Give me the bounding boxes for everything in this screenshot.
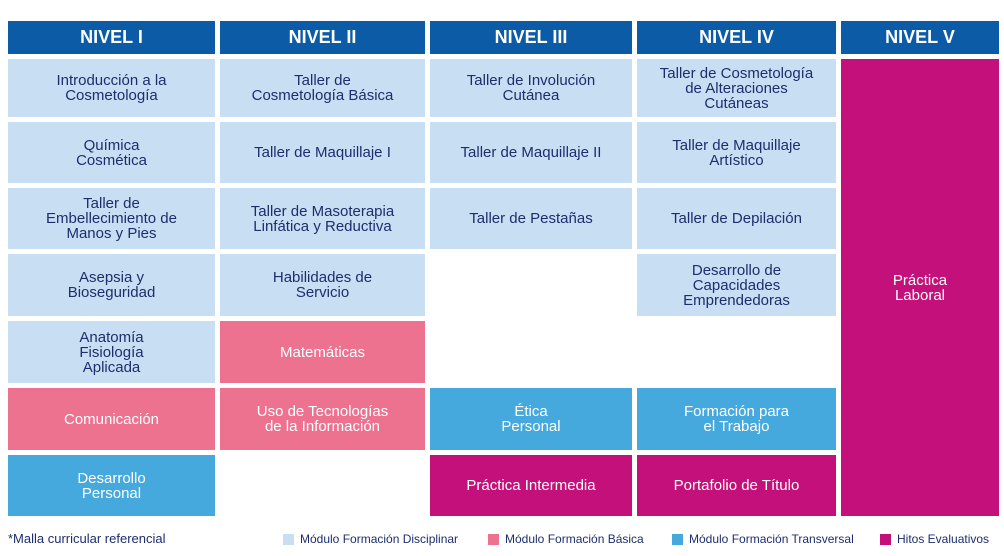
- module-cell: Taller de Pestañas: [430, 188, 632, 249]
- legend-label: Módulo Formación Básica: [505, 532, 644, 546]
- legend: *Malla curricular referencial Módulo For…: [0, 530, 1004, 548]
- module-cell: Habilidades de Servicio: [220, 254, 425, 316]
- module-cell: Taller de Maquillaje I: [220, 122, 425, 183]
- module-cell: Portafolio de Título: [637, 455, 836, 516]
- module-cell-practica-laboral: Práctica Laboral: [841, 59, 999, 516]
- legend-label: Hitos Evaluativos: [897, 532, 990, 546]
- module-cell: Taller de Maquillaje II: [430, 122, 632, 183]
- swatch-icon: [880, 533, 891, 545]
- module-cell: Taller de Cosmetología de Alteraciones C…: [637, 59, 836, 117]
- module-cell: Formación para el Trabajo: [637, 388, 836, 450]
- module-cell: Ética Personal: [430, 388, 632, 450]
- header-nivel-1: NIVEL I: [8, 21, 215, 54]
- module-cell: Asepsia y Bioseguridad: [8, 254, 215, 316]
- module-cell: Taller de Maquillaje Artístico: [637, 122, 836, 183]
- module-cell: Taller de Embellecimiento de Manos y Pie…: [8, 188, 215, 249]
- module-cell: Desarrollo Personal: [8, 455, 215, 516]
- header-nivel-5: NIVEL V: [841, 21, 999, 54]
- legend-item: Módulo Formación Transversal: [672, 532, 854, 546]
- module-cell: Desarrollo de Capacidades Emprendedoras: [637, 254, 836, 316]
- swatch-icon: [672, 533, 683, 545]
- header-nivel-2: NIVEL II: [220, 21, 425, 54]
- module-cell: Taller de Cosmetología Básica: [220, 59, 425, 117]
- curriculum-grid: NIVEL I NIVEL II NIVEL III NIVEL IV NIVE…: [8, 21, 999, 516]
- legend-item: Módulo Formación Básica: [488, 532, 644, 546]
- header-nivel-4: NIVEL IV: [637, 21, 836, 54]
- swatch-icon: [283, 533, 294, 545]
- module-cell: Taller de Depilación: [637, 188, 836, 249]
- module-cell: Uso de Tecnologías de la Información: [220, 388, 425, 450]
- module-cell: Anatomía Fisiología Aplicada: [8, 321, 215, 383]
- module-cell: Comunicación: [8, 388, 215, 450]
- legend-label: Módulo Formación Transversal: [689, 532, 854, 546]
- legend-note: *Malla curricular referencial: [8, 531, 166, 546]
- module-cell: Introducción a la Cosmetología: [8, 59, 215, 117]
- legend-item: Módulo Formación Disciplinar: [283, 532, 458, 546]
- legend-label: Módulo Formación Disciplinar: [300, 532, 459, 546]
- module-cell: Taller de Involución Cutánea: [430, 59, 632, 117]
- header-nivel-3: NIVEL III: [430, 21, 632, 54]
- module-cell: Química Cosmética: [8, 122, 215, 183]
- module-cell: Taller de Masoterapia Linfática y Reduct…: [220, 188, 425, 249]
- swatch-icon: [488, 533, 499, 545]
- legend-item: Hitos Evaluativos: [880, 532, 989, 546]
- module-cell: Práctica Intermedia: [430, 455, 632, 516]
- module-cell: Matemáticas: [220, 321, 425, 383]
